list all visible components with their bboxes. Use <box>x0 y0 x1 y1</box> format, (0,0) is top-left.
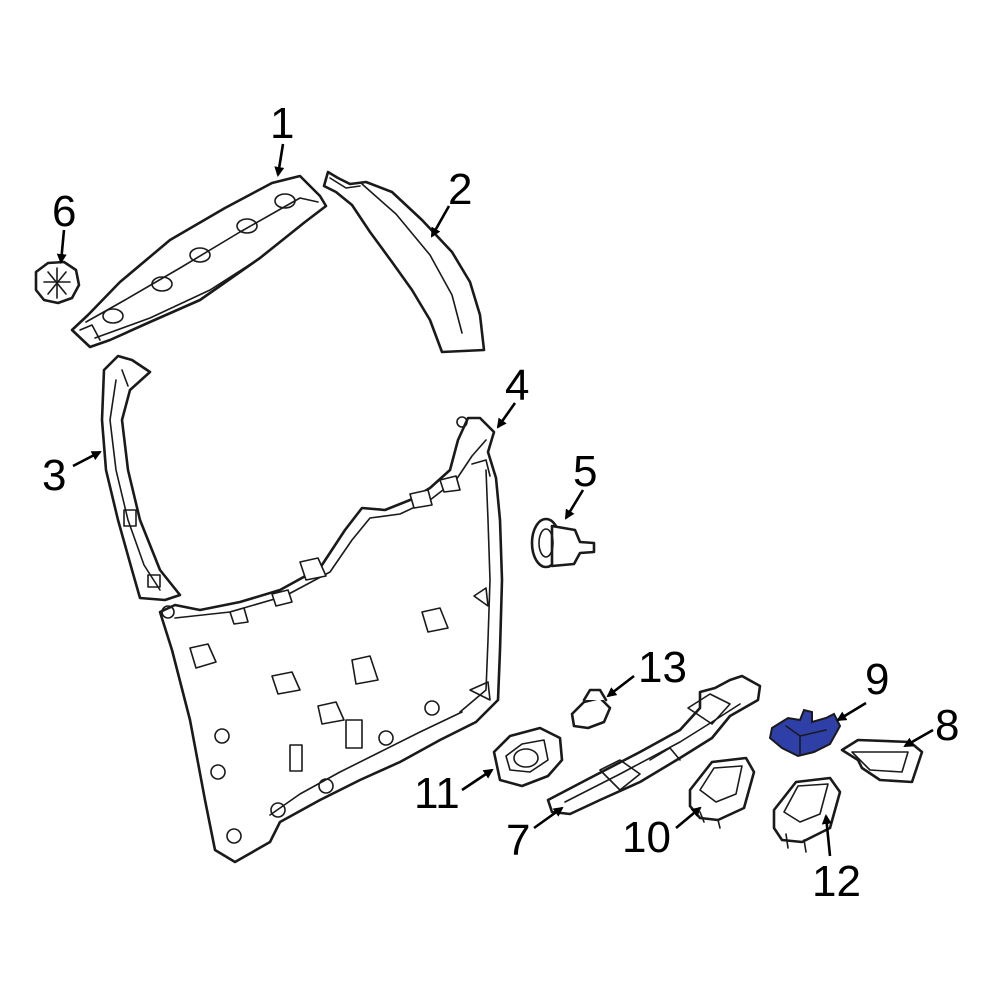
leader-9 <box>836 701 867 722</box>
leader-1 <box>274 143 285 177</box>
leader-5 <box>564 489 585 520</box>
callout-5: 5 <box>573 447 597 496</box>
part-11-actuator[interactable] <box>492 726 564 788</box>
part-7-handle-bracket[interactable] <box>546 674 762 816</box>
callout-4: 4 <box>505 361 529 410</box>
callout-labels: 1 2 3 4 5 6 7 8 9 10 11 12 13 <box>42 99 959 906</box>
leader-11 <box>461 768 494 792</box>
leader-8 <box>903 728 934 748</box>
part-8-bezel[interactable] <box>840 738 924 784</box>
part-10-switch-housing[interactable] <box>688 756 756 829</box>
part-6-clip[interactable] <box>34 260 81 305</box>
callout-3: 3 <box>42 451 66 500</box>
leader-10 <box>675 806 702 829</box>
part-4-liftgate-trim-panel[interactable] <box>158 416 504 864</box>
callout-10: 10 <box>622 813 671 862</box>
part-3-left-pillar-trim[interactable] <box>100 354 182 602</box>
leader-13 <box>606 674 635 698</box>
part-1-upper-garnish[interactable] <box>70 174 328 349</box>
part-5-push-pin[interactable] <box>530 517 596 569</box>
callout-9: 9 <box>865 655 889 704</box>
leader-lines <box>56 143 934 857</box>
callout-1: 1 <box>270 99 294 148</box>
callout-12: 12 <box>812 857 861 906</box>
callout-6: 6 <box>52 187 76 236</box>
leader-12 <box>821 814 832 857</box>
part-2-side-trim[interactable] <box>322 170 486 354</box>
leader-7 <box>533 806 564 830</box>
callout-2: 2 <box>448 165 472 214</box>
callout-7: 7 <box>506 816 530 865</box>
leader-3 <box>72 450 102 468</box>
leader-2 <box>430 205 451 238</box>
leader-6 <box>56 229 67 264</box>
part-12-switch-housing[interactable] <box>772 776 842 853</box>
callout-13: 13 <box>638 643 687 692</box>
part-13-plug[interactable] <box>570 688 612 730</box>
callout-11: 11 <box>414 769 460 818</box>
leader-4 <box>496 402 517 429</box>
callout-8: 8 <box>935 701 959 750</box>
part-9-highlighted-bracket[interactable] <box>768 708 842 758</box>
